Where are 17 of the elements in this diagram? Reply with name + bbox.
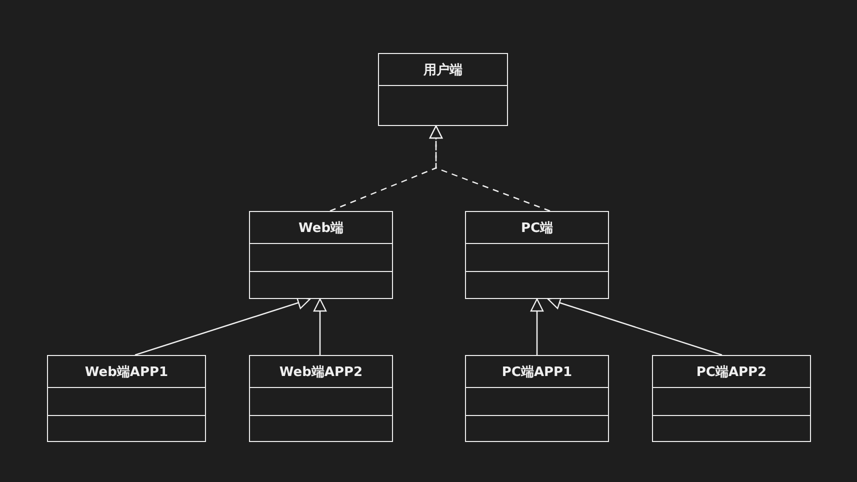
class-box (465, 355, 609, 442)
class-name: PC端APP2 (696, 364, 767, 380)
class-box (652, 355, 811, 442)
class-name: PC端 (520, 220, 554, 236)
class-name: Web端 (298, 220, 344, 236)
class-box (47, 355, 206, 442)
class-box (249, 355, 393, 442)
class-name: Web端APP1 (84, 364, 168, 380)
inheritance-arrow (313, 298, 327, 355)
class-name: PC端APP1 (502, 364, 572, 380)
class-name: Web端APP2 (279, 364, 363, 380)
class-box (249, 211, 393, 299)
realization-arrow (429, 125, 550, 212)
inheritance-arrow (530, 298, 544, 355)
class-box (465, 211, 609, 299)
class-box (378, 53, 508, 126)
class-name: 用户端 (424, 62, 462, 78)
